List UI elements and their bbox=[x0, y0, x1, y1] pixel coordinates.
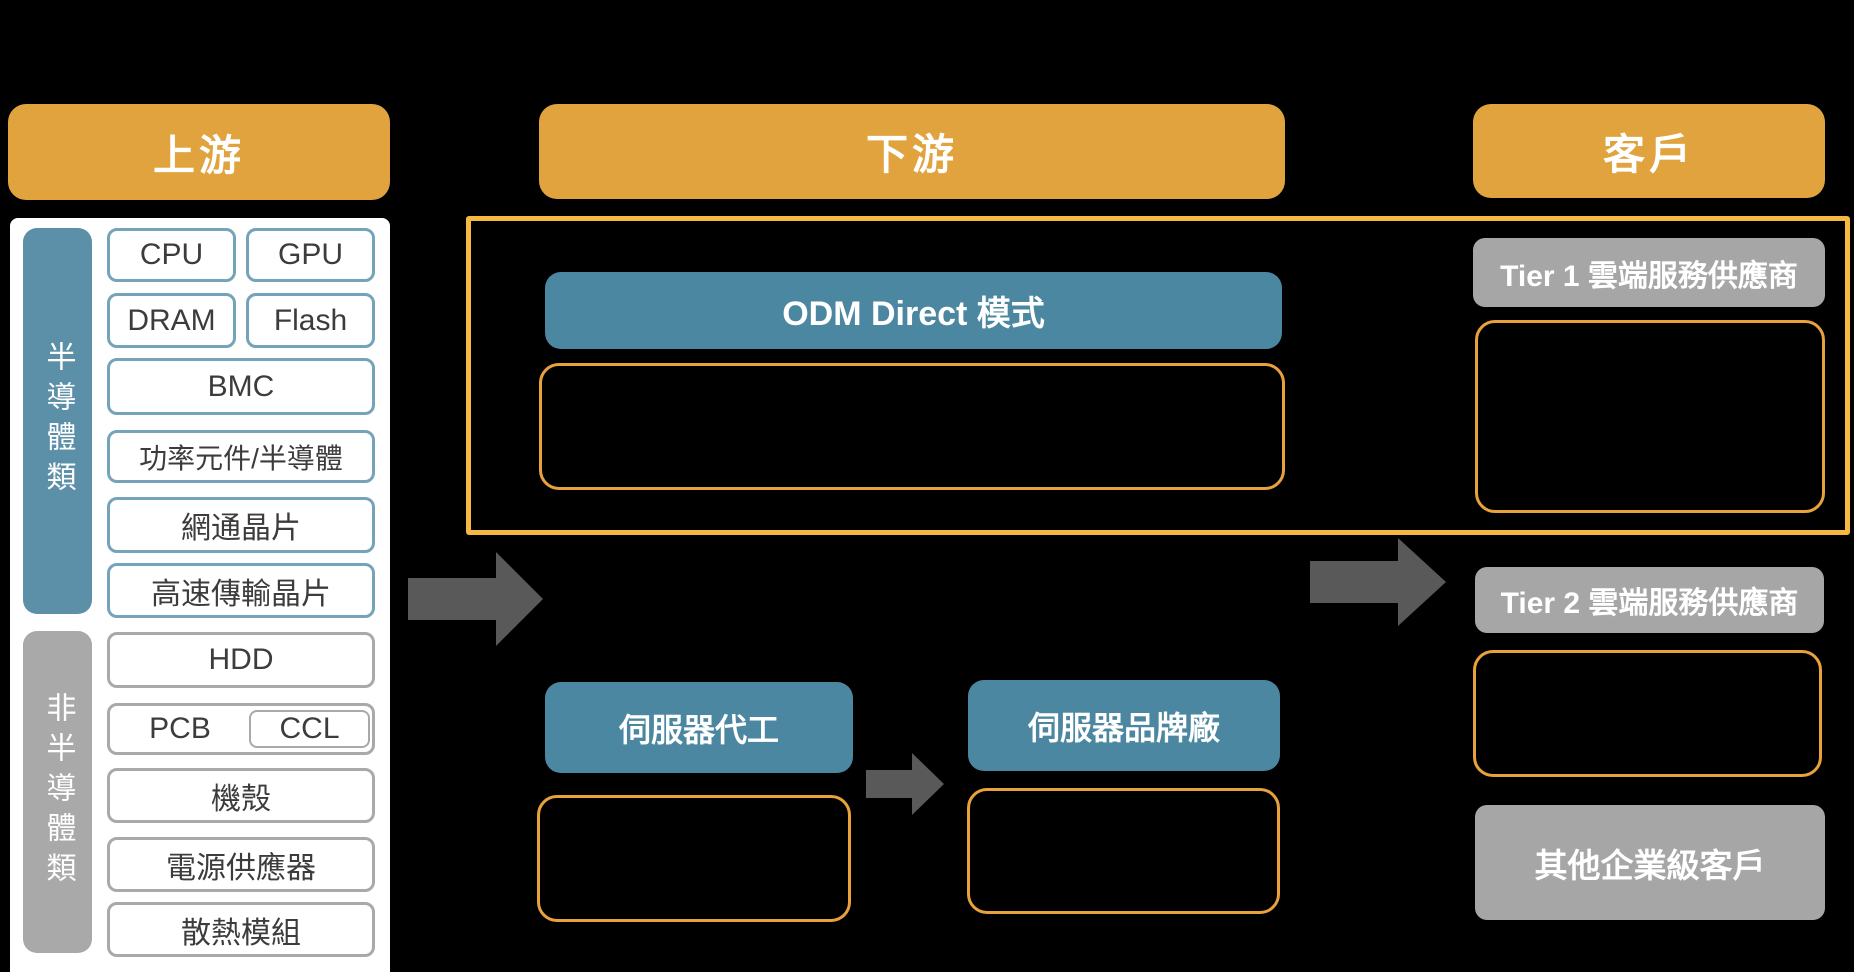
upstream-header: 上游 bbox=[8, 104, 390, 200]
odm-direct-label: ODM Direct 模式 bbox=[782, 295, 1045, 333]
tier2-detail-box bbox=[1473, 650, 1822, 777]
component-box-psu: 電源供應器 bbox=[107, 837, 375, 892]
odm-direct-highlight-outline bbox=[466, 216, 1850, 535]
component-box-power: 功率元件/半導體 bbox=[107, 430, 375, 483]
component-label-dram: DRAM bbox=[127, 303, 216, 337]
server-odm-box: 伺服器代工 bbox=[545, 682, 853, 773]
component-label-power: 功率元件/半導體 bbox=[139, 442, 343, 474]
component-label-cpu: CPU bbox=[139, 238, 204, 271]
component-label-bmc: BMC bbox=[207, 369, 275, 403]
non-semiconductor-category-bar: 非半導體類 bbox=[23, 631, 92, 953]
component-label-psu: 電源供應器 bbox=[166, 851, 316, 885]
server-brand-box: 伺服器品牌廠 bbox=[968, 680, 1280, 771]
downstream-header-label: 下游 bbox=[865, 131, 958, 178]
component-box-ccl: CCL bbox=[249, 710, 370, 748]
component-box-flash: Flash bbox=[246, 293, 375, 348]
upstream-header-label: 上游 bbox=[152, 131, 245, 179]
arrow-odm-to-brand-icon bbox=[866, 753, 944, 815]
server-odm-detail-box bbox=[537, 795, 851, 922]
odm-direct-detail-box bbox=[539, 363, 1285, 490]
server-odm-label: 伺服器代工 bbox=[618, 711, 779, 748]
component-box-highspeed-chip: 高速傳輸晶片 bbox=[107, 563, 375, 618]
component-box-thermal: 散熱模組 bbox=[107, 902, 375, 957]
tier1-detail-box bbox=[1475, 320, 1825, 513]
component-label-chassis: 機殼 bbox=[211, 782, 271, 816]
component-box-cpu: CPU bbox=[107, 228, 236, 282]
tier1-cloud-box: Tier 1 雲端服務供應商 bbox=[1473, 238, 1825, 307]
component-label-highspeed-chip: 高速傳輸晶片 bbox=[151, 577, 331, 611]
component-label-gpu: GPU bbox=[277, 238, 343, 271]
arrow-downstream-to-tier2-icon bbox=[1310, 538, 1446, 626]
component-label-network-chip: 網通晶片 bbox=[181, 512, 301, 545]
arrow-upstream-to-downstream-icon bbox=[408, 552, 543, 646]
component-box-gpu: GPU bbox=[246, 228, 375, 282]
downstream-header: 下游 bbox=[539, 104, 1285, 199]
tier2-cloud-label: Tier 2 雲端服務供應商 bbox=[1500, 587, 1799, 620]
tier1-cloud-label: Tier 1 雲端服務供應商 bbox=[1500, 259, 1798, 293]
semiconductor-category-bar: 半導體類 bbox=[23, 228, 92, 614]
other-enterprise-label: 其他企業級客戶 bbox=[1534, 846, 1766, 884]
component-label-hdd: HDD bbox=[208, 643, 274, 676]
component-label-pcb: PCB bbox=[149, 712, 211, 745]
odm-direct-box: ODM Direct 模式 bbox=[545, 272, 1282, 349]
other-enterprise-box: 其他企業級客戶 bbox=[1475, 805, 1825, 920]
component-label-flash: Flash bbox=[273, 303, 348, 337]
customers-header: 客戶 bbox=[1473, 104, 1825, 198]
component-label-thermal: 散熱模組 bbox=[181, 916, 301, 950]
component-box-hdd: HDD bbox=[107, 632, 375, 688]
component-box-dram: DRAM bbox=[107, 293, 236, 348]
semiconductor-category-label: 半導體類 bbox=[41, 341, 75, 501]
component-box-pcb-ccl: PCB CCL bbox=[107, 703, 375, 755]
customers-header-label: 客戶 bbox=[1602, 130, 1695, 178]
server-brand-label: 伺服器品牌廠 bbox=[1027, 709, 1220, 746]
component-box-chassis: 機殼 bbox=[107, 768, 375, 823]
component-box-network-chip: 網通晶片 bbox=[107, 497, 375, 553]
server-brand-detail-box bbox=[967, 788, 1280, 914]
component-box-bmc: BMC bbox=[107, 358, 375, 415]
tier2-cloud-box: Tier 2 雲端服務供應商 bbox=[1475, 567, 1824, 633]
non-semiconductor-category-label: 非半導體類 bbox=[41, 692, 75, 892]
